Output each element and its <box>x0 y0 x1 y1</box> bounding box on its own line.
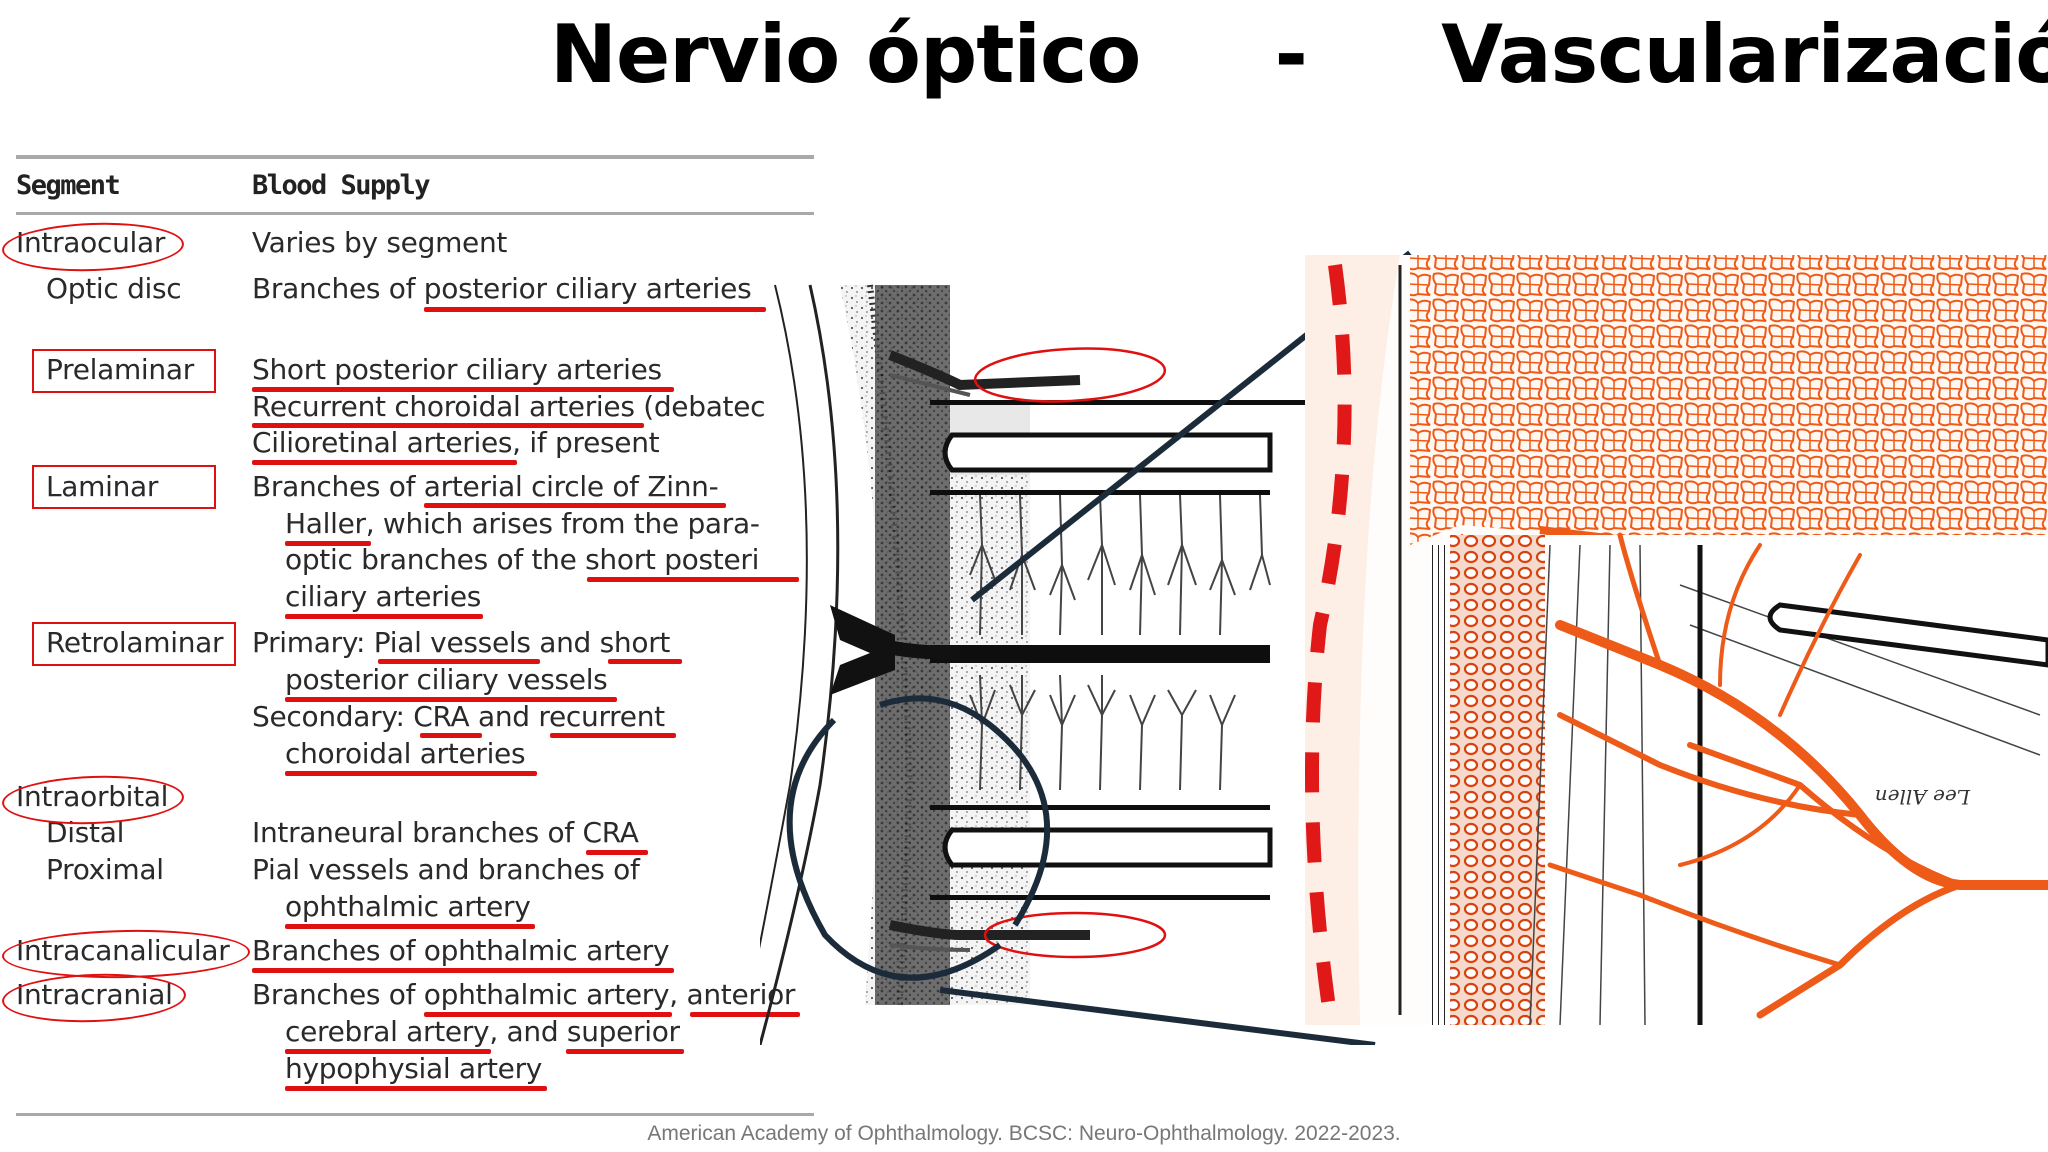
underline <box>690 1012 800 1017</box>
artist-signature: Lee Allen <box>1875 785 1971 809</box>
supply-proximal-2: ophthalmic artery <box>285 890 531 923</box>
underline <box>550 733 676 738</box>
supply-intracanalicular: Branches of ophthalmic artery <box>252 934 670 967</box>
title-separator: - <box>1274 8 1308 101</box>
supply-prelaminar-3: Cilioretinal arteries, if present <box>252 426 660 459</box>
supply-retrolaminar-4: choroidal arteries <box>285 737 526 770</box>
segment-laminar: Laminar <box>46 470 159 503</box>
enlarged-vessels-panel: Lee Allen <box>1305 255 2048 1026</box>
supply-intraocular: Varies by segment <box>252 226 508 259</box>
supply-retrolaminar-3: Secondary: CRA and recurrent <box>252 700 665 733</box>
table-top-rule <box>16 155 814 159</box>
underline <box>424 503 726 508</box>
underline <box>285 614 483 619</box>
supply-laminar-1: Branches of arterial circle of Zinn- <box>252 470 719 503</box>
slide-title: Nervio óptico - Vascularización <box>550 8 2048 101</box>
underline <box>252 423 644 428</box>
underline <box>378 659 540 664</box>
table-bottom-rule <box>16 1113 814 1116</box>
supply-laminar-2: Haller, which arises from the para- <box>285 507 760 540</box>
underline <box>608 659 682 664</box>
underline <box>566 1049 684 1054</box>
underline <box>285 697 617 702</box>
supply-prelaminar-2: Recurrent choroidal arteries (debatec <box>252 390 766 423</box>
title-right: Vascularización <box>1441 8 2048 101</box>
supply-optic-disc: Branches of posterior ciliary arteries <box>252 272 752 305</box>
underline <box>285 541 371 546</box>
underline <box>285 1086 547 1091</box>
segment-prelaminar: Prelaminar <box>46 353 194 386</box>
supply-distal: Intraneural branches of CRA <box>252 816 639 849</box>
supply-intracranial-2: cerebral artery, and superior <box>285 1015 680 1048</box>
underline <box>252 968 674 973</box>
header-blood-supply: Blood Supply <box>252 170 431 201</box>
annotation-box-prelaminar <box>32 349 216 393</box>
segment-intraorbital: Intraorbital <box>16 780 169 813</box>
table-header-rule <box>16 212 814 215</box>
annotation-box-laminar <box>32 465 216 509</box>
underline <box>586 850 648 855</box>
supply-retrolaminar-1: Primary: Pial vessels and short <box>252 626 671 659</box>
header-segment: Segment <box>16 170 121 201</box>
underline <box>420 733 482 738</box>
underline <box>587 577 799 582</box>
supply-intracranial-1: Branches of ophthalmic artery, anterior <box>252 978 796 1011</box>
segment-proximal: Proximal <box>46 853 164 886</box>
supply-retrolaminar-2: posterior ciliary vessels <box>285 663 608 696</box>
segment-retrolaminar: Retrolaminar <box>46 626 224 659</box>
supply-laminar-4: ciliary arteries <box>285 580 482 613</box>
supply-proximal-1: Pial vessels and branches of <box>252 853 640 886</box>
underline <box>252 387 674 392</box>
title-left: Nervio óptico <box>550 8 1141 101</box>
segment-intracanalicular: Intracanalicular <box>16 934 230 967</box>
segment-optic-disc: Optic disc <box>46 272 182 305</box>
underline <box>424 307 766 312</box>
segment-intracranial: Intracranial <box>16 978 173 1011</box>
segment-distal: Distal <box>46 816 125 849</box>
underline <box>424 1012 672 1017</box>
supply-prelaminar-1: Short posterior ciliary arteries <box>252 353 662 386</box>
supply-intracranial-3: hypophysial artery <box>285 1052 543 1085</box>
optic-nerve-vascular-illustration: Lee Allen <box>739 245 2048 1048</box>
supply-laminar-3: optic branches of the short posteri <box>285 543 760 576</box>
segment-intraocular: Intraocular <box>16 226 166 259</box>
illustration-svg: Lee Allen <box>739 250 2048 1048</box>
source-caption: American Academy of Ophthalmology. BCSC:… <box>647 1122 1401 1145</box>
annotation-box-retrolaminar <box>32 622 236 666</box>
underline <box>285 1049 491 1054</box>
underline <box>252 460 517 465</box>
underline <box>285 771 537 776</box>
underline <box>285 924 535 929</box>
